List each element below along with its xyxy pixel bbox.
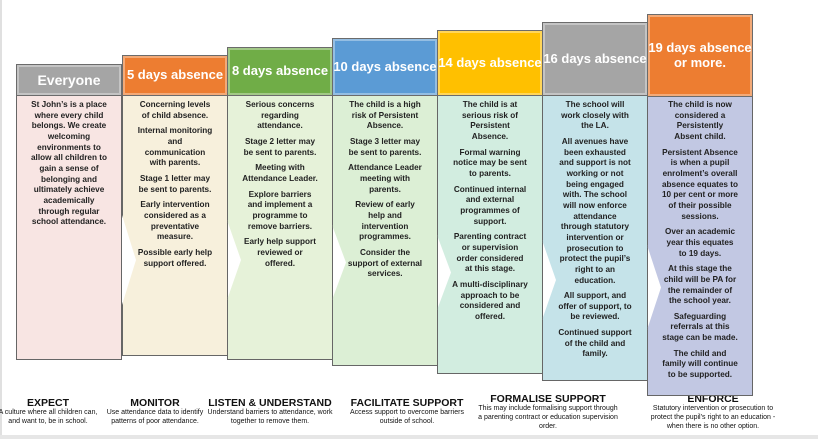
stage-text: The school will work closely with the LA… bbox=[561, 100, 629, 131]
stage-body: Serious concerns regarding attendance. St… bbox=[227, 95, 333, 360]
stage-text: Explore barriers and implement a program… bbox=[247, 189, 313, 231]
stage-header: Everyone bbox=[16, 64, 122, 96]
stage-body: St John’s is a place where every child b… bbox=[16, 95, 122, 360]
stage-text: Serious concerns regarding attendance. bbox=[245, 100, 315, 131]
caption-title: FACILITATE SUPPORT bbox=[350, 397, 464, 409]
stage-text: Stage 2 letter may be sent to parents. bbox=[243, 136, 317, 157]
caption-description: A culture where all children can, and wa… bbox=[0, 409, 98, 425]
stage-text: Stage 1 letter may be sent to parents. bbox=[138, 173, 212, 194]
stage-text: Possible early help support offered. bbox=[137, 247, 213, 268]
stage-text: Safeguarding referrals at this stage can… bbox=[662, 311, 738, 343]
stage-header: 8 days absence bbox=[227, 47, 333, 96]
caption-title: MONITOR bbox=[130, 397, 180, 409]
stage-text: Attendance Leader meeting with parents. bbox=[348, 163, 422, 194]
stage-text: Continued internal and external programm… bbox=[453, 184, 527, 226]
stage-header: 14 days absence bbox=[437, 30, 543, 96]
bottom-bar bbox=[0, 435, 818, 439]
stage-body: The school will work closely with the LA… bbox=[542, 95, 648, 381]
stage-body: The child is now considered a Persistent… bbox=[647, 95, 753, 396]
caption-description: This may include formalising support thr… bbox=[478, 405, 618, 430]
page-edge bbox=[0, 0, 2, 439]
stage-text: Stage 3 letter may be sent to parents. bbox=[348, 136, 422, 157]
stage-text: Continued support of the child and famil… bbox=[558, 328, 632, 359]
stage-text: A multi-disciplinary approach to be cons… bbox=[452, 279, 528, 321]
stage-header: 16 days absence bbox=[542, 22, 648, 96]
stage-text: All avenues have been exhausted and supp… bbox=[559, 136, 631, 285]
stage-header: 10 days absence bbox=[332, 38, 438, 96]
stage-body: The child is a high risk of Persistent A… bbox=[332, 95, 438, 366]
stage-text: St John’s is a place where every child b… bbox=[31, 100, 107, 227]
stage-text: The child is at serious risk of Persiste… bbox=[462, 100, 518, 141]
stage-text: The child is a high risk of Persistent A… bbox=[349, 100, 421, 131]
stage-header: 19 days absence or more. bbox=[647, 14, 753, 97]
stage-text: All support, and offer of support, to be… bbox=[558, 291, 632, 322]
stage-text: Early intervention considered as a preve… bbox=[140, 200, 210, 242]
stage-body: The child is at serious risk of Persiste… bbox=[437, 95, 543, 374]
caption-title: LISTEN & UNDERSTAND bbox=[208, 397, 332, 409]
stage-text: The child is now considered a Persistent… bbox=[668, 100, 732, 141]
stage-text: Parenting contract or supervision order … bbox=[453, 232, 527, 274]
stage-text: Concerning levels of child absence. bbox=[139, 100, 211, 120]
caption-description: Access support to overcome barriers outs… bbox=[350, 409, 464, 425]
stage-text: At this stage the child will be PA for t… bbox=[663, 264, 737, 306]
stage-text: Review of early help and intervention pr… bbox=[355, 200, 415, 242]
stage-text: Internal monitoring and communication wi… bbox=[137, 126, 213, 168]
stage-header: 5 days absence bbox=[122, 55, 228, 96]
caption-title: EXPECT bbox=[26, 397, 69, 409]
stage-text: Formal warning notice may be sent to par… bbox=[453, 147, 527, 178]
stage-text: Early help support reviewed or offered. bbox=[244, 237, 316, 268]
caption-description: Use attendance data to identify patterns… bbox=[106, 409, 204, 425]
stage-text: Persistent Absence is when a pupil enrol… bbox=[662, 147, 738, 221]
caption-description: Understand barriers to attendance, work … bbox=[207, 409, 333, 425]
stage-text: The child and family will continue to be… bbox=[662, 348, 738, 380]
caption-title: FORMALISE SUPPORT bbox=[490, 393, 606, 405]
stage-body: Concerning levels of child absence. Inter… bbox=[122, 95, 228, 356]
caption-title: ENFORCE bbox=[687, 393, 739, 405]
stage-text: Meeting with Attendance Leader. bbox=[242, 163, 318, 183]
stage-text: Consider the support of external service… bbox=[347, 247, 423, 279]
caption-description: Statutory intervention or prosecution to… bbox=[650, 405, 776, 430]
stage-text: Over an academic year this equates to 19… bbox=[664, 227, 736, 258]
